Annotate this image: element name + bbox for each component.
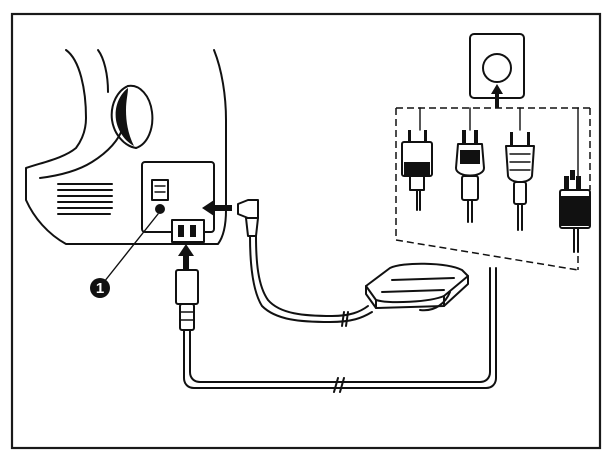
vent-grille [57, 183, 113, 215]
sewing-machine-body [25, 49, 227, 245]
handwheel-icon [110, 84, 154, 149]
callout-1: 1 [90, 213, 159, 298]
power-inlet-icon [171, 219, 205, 243]
wall-outlet-icon [469, 33, 525, 108]
plug-a-icon [401, 130, 433, 211]
foot-controller-icon [365, 262, 469, 309]
plug-d-icon [559, 170, 591, 253]
callout-number: 1 [96, 280, 104, 297]
power-switch-icon [151, 179, 169, 214]
arrow-up-icon [178, 244, 194, 270]
foot-controller-cord [237, 199, 451, 327]
arrow-left-icon [202, 200, 232, 216]
plug-c-icon [505, 132, 535, 231]
plug-b-icon [455, 130, 485, 223]
figure-frame [10, 12, 602, 450]
power-cord [175, 267, 497, 393]
